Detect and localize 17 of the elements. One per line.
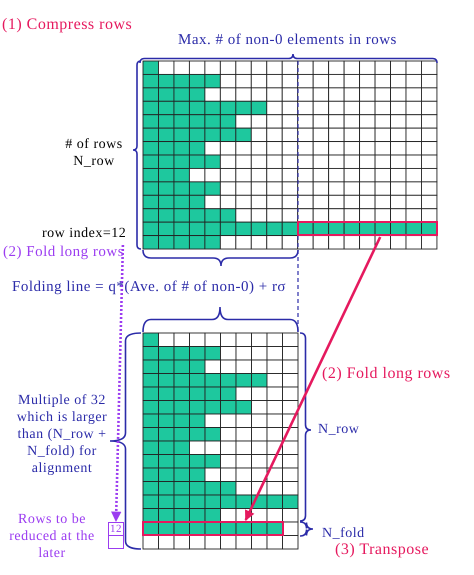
note-label: Rows to be reduced at the later xyxy=(8,511,96,562)
highlight-box xyxy=(142,521,284,536)
dimension-label: N_fold xyxy=(322,525,365,542)
step-heading: (2) Fold long rows xyxy=(322,365,451,382)
step-heading: (3) Transpose xyxy=(335,541,430,558)
dimension-label: Max. # of non-0 elements in rows xyxy=(178,32,397,49)
dimension-label: # of rows N_row xyxy=(64,136,124,170)
row-index-label: row index=12 xyxy=(42,225,126,242)
arrow xyxy=(244,236,382,521)
row-number-cell: 12 xyxy=(108,522,124,536)
highlight-box xyxy=(297,221,438,236)
dimension-label: N_row xyxy=(318,421,360,438)
arrow xyxy=(111,244,124,522)
step-heading: (1) Compress rows xyxy=(2,16,132,33)
dimension-label: Multiple of 32 which is larger than (N_row + N_fold) for alignment xyxy=(16,392,108,477)
formula-label: Folding line = q*(Ave. of # of non-0) + rσ xyxy=(12,279,286,296)
empty-cell xyxy=(108,535,124,549)
